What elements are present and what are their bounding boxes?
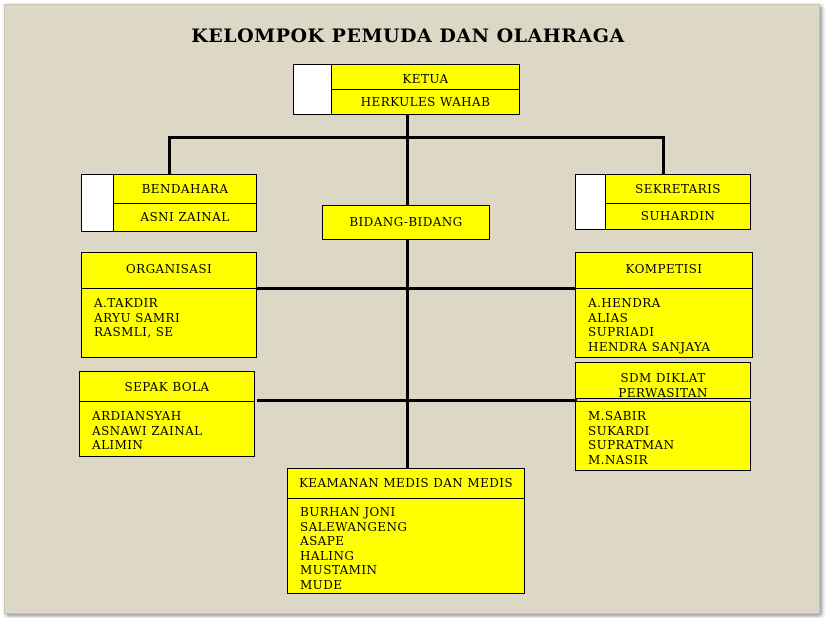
sdm-members-box: M.SABIR SUKARDI SUPRATMAN M.NASIR bbox=[575, 401, 751, 471]
bendahara-box: BENDAHARA ASNI ZAINAL bbox=[113, 174, 257, 232]
kompetisi-title: KOMPETISI bbox=[625, 262, 703, 276]
sdm-title-line1: SDM DIKLAT bbox=[620, 371, 706, 385]
bidang-label: BIDANG-BIDANG bbox=[349, 215, 463, 229]
sepak-bola-title: SEPAK BOLA bbox=[124, 380, 210, 394]
keamanan-members: BURHAN JONI SALEWANGENG ASAPE HALING MUS… bbox=[300, 505, 520, 592]
organisasi-box: ORGANISASI A.TAKDIR ARYU SAMRI RASMLI, S… bbox=[81, 252, 257, 358]
connector-ketua-down bbox=[406, 115, 409, 139]
member-name: M.NASIR bbox=[588, 452, 649, 467]
member-name: ASNAWI ZAINAL bbox=[92, 423, 203, 438]
member-name: A.HENDRA bbox=[588, 296, 661, 310]
member-name: SALEWANGENG bbox=[300, 519, 408, 534]
member-name: SUKARDI bbox=[588, 423, 650, 438]
connector-row2-horizontal bbox=[257, 399, 577, 402]
connector-bendahara-drop bbox=[168, 136, 171, 175]
ketua-white-tab bbox=[293, 64, 332, 115]
member-name: MUDE bbox=[300, 577, 343, 592]
sekretaris-box: SEKRETARIS SUHARDIN bbox=[605, 174, 751, 230]
member-name: BURHAN JONI bbox=[300, 505, 396, 519]
connector-sekretaris-drop bbox=[662, 136, 665, 175]
member-name: ASAPE bbox=[300, 534, 345, 548]
kompetisi-members: A.HENDRA ALIAS SUPRIADI HENDRA SANJAYA bbox=[588, 296, 748, 354]
sepak-bola-members: ARDIANSYAH ASNAWI ZAINAL ALIMIN bbox=[92, 409, 250, 453]
kompetisi-box: KOMPETISI A.HENDRA ALIAS SUPRIADI HENDRA… bbox=[575, 252, 753, 358]
member-name: ALIAS bbox=[588, 310, 629, 325]
ketua-box: KETUA HERKULES WAHAB bbox=[331, 64, 520, 115]
connector-row1-horizontal bbox=[257, 287, 577, 290]
bendahara-name: ASNI ZAINAL bbox=[140, 210, 230, 224]
member-name: MUSTAMIN bbox=[300, 563, 378, 577]
sekretaris-role: SEKRETARIS bbox=[635, 182, 721, 196]
connector-top-horizontal bbox=[168, 136, 665, 139]
chart-title: KELOMPOK PEMUDA DAN OLAHRAGA bbox=[191, 25, 625, 47]
connector-bidang-drop bbox=[406, 136, 409, 206]
sdm-members: M.SABIR SUKARDI SUPRATMAN M.NASIR bbox=[588, 409, 746, 467]
member-name: HENDRA SANJAYA bbox=[588, 339, 711, 354]
ketua-role: KETUA bbox=[402, 72, 449, 86]
bidang-box: BIDANG-BIDANG bbox=[322, 205, 490, 240]
sekretaris-name: SUHARDIN bbox=[640, 209, 716, 223]
member-name: A.TAKDIR bbox=[94, 296, 159, 310]
member-name: SUPRIADI bbox=[588, 325, 655, 339]
member-name: ARYU SAMRI bbox=[94, 310, 181, 325]
organisasi-title: ORGANISASI bbox=[125, 262, 213, 276]
sepak-bola-box: SEPAK BOLA ARDIANSYAH ASNAWI ZAINAL ALIM… bbox=[79, 371, 255, 457]
keamanan-title: KEAMANAN MEDIS DAN MEDIS bbox=[298, 476, 514, 490]
member-name: ALIMIN bbox=[92, 438, 144, 452]
bendahara-white-tab bbox=[81, 174, 115, 232]
sekretaris-white-tab bbox=[575, 174, 607, 230]
member-name: SUPRATMAN bbox=[588, 438, 675, 452]
connector-main-vertical bbox=[406, 239, 409, 469]
sdm-title-line2: PERWASITAN bbox=[618, 386, 708, 399]
member-name: RASMLI, SE bbox=[94, 325, 174, 339]
org-chart-canvas: KELOMPOK PEMUDA DAN OLAHRAGA KETUA HERKU… bbox=[4, 4, 820, 614]
keamanan-box: KEAMANAN MEDIS DAN MEDIS BURHAN JONI SAL… bbox=[287, 468, 525, 594]
member-name: M.SABIR bbox=[588, 409, 647, 423]
member-name: ARDIANSYAH bbox=[92, 409, 182, 423]
organisasi-members: A.TAKDIR ARYU SAMRI RASMLI, SE bbox=[94, 296, 252, 340]
sdm-title-box: SDM DIKLAT PERWASITAN bbox=[575, 362, 751, 399]
bendahara-role: BENDAHARA bbox=[141, 182, 229, 196]
ketua-name: HERKULES WAHAB bbox=[360, 95, 491, 109]
member-name: HALING bbox=[300, 548, 355, 563]
